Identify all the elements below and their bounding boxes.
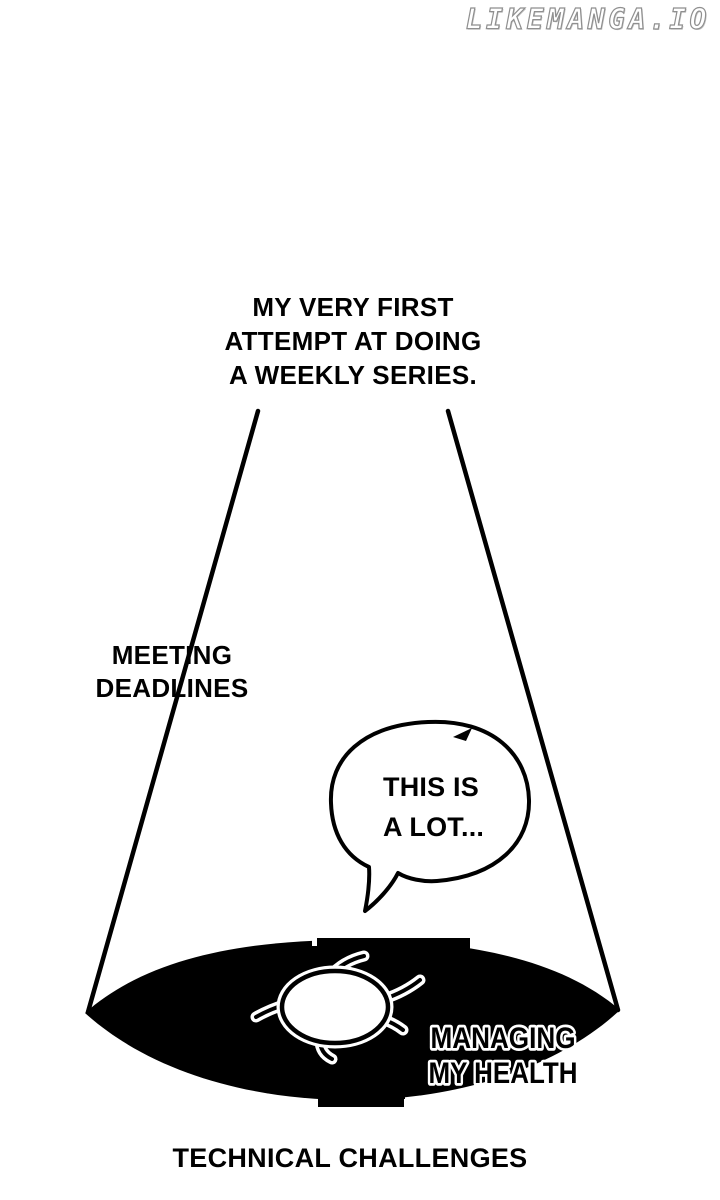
speech-bubble-line1: THIS IS bbox=[383, 772, 479, 802]
label-managing-health: MANAGING MY HEALTH bbox=[426, 1019, 581, 1093]
pool-bottom-notch-right bbox=[404, 1099, 409, 1107]
beam-left-line bbox=[85, 408, 261, 1015]
pool-top-notch-right bbox=[470, 938, 475, 946]
bug-body bbox=[279, 968, 391, 1046]
bug-illustration bbox=[250, 950, 426, 1065]
pool-bottom-notch-left bbox=[313, 1099, 318, 1107]
label-technical-challenges: TECHNICAL CHALLENGES bbox=[172, 1143, 528, 1173]
caption-title-line3: A WEEKLY SERIES. bbox=[228, 360, 478, 390]
label-managing-health-line1: MANAGING bbox=[431, 1022, 576, 1055]
label-managing-health-line2: MY HEALTH bbox=[429, 1057, 578, 1090]
speech-bubble-line2: A LOT... bbox=[383, 812, 485, 842]
label-meeting-deadlines: MEETING DEADLINES bbox=[52, 639, 292, 705]
label-meeting-deadlines-line2: DEADLINES bbox=[95, 673, 249, 703]
pool-bottom-band bbox=[318, 1086, 405, 1107]
speech-bubble-text: THIS IS A LOT... bbox=[383, 767, 513, 847]
beam-right-line bbox=[445, 408, 621, 1013]
pool-top-band bbox=[317, 938, 470, 960]
bubble-stroke-dart bbox=[453, 728, 472, 741]
caption-title-line1: MY VERY FIRST bbox=[252, 292, 454, 322]
label-meeting-deadlines-line1: MEETING bbox=[111, 640, 233, 670]
pool-top-notch-left bbox=[312, 938, 317, 946]
speech-bubble bbox=[328, 719, 532, 913]
site-watermark: LIKEMANGA.IO bbox=[465, 2, 710, 36]
caption-title: MY VERY FIRST ATTEMPT AT DOING A WEEKLY … bbox=[153, 290, 553, 392]
caption-title-line2: ATTEMPT AT DOING bbox=[224, 326, 482, 356]
